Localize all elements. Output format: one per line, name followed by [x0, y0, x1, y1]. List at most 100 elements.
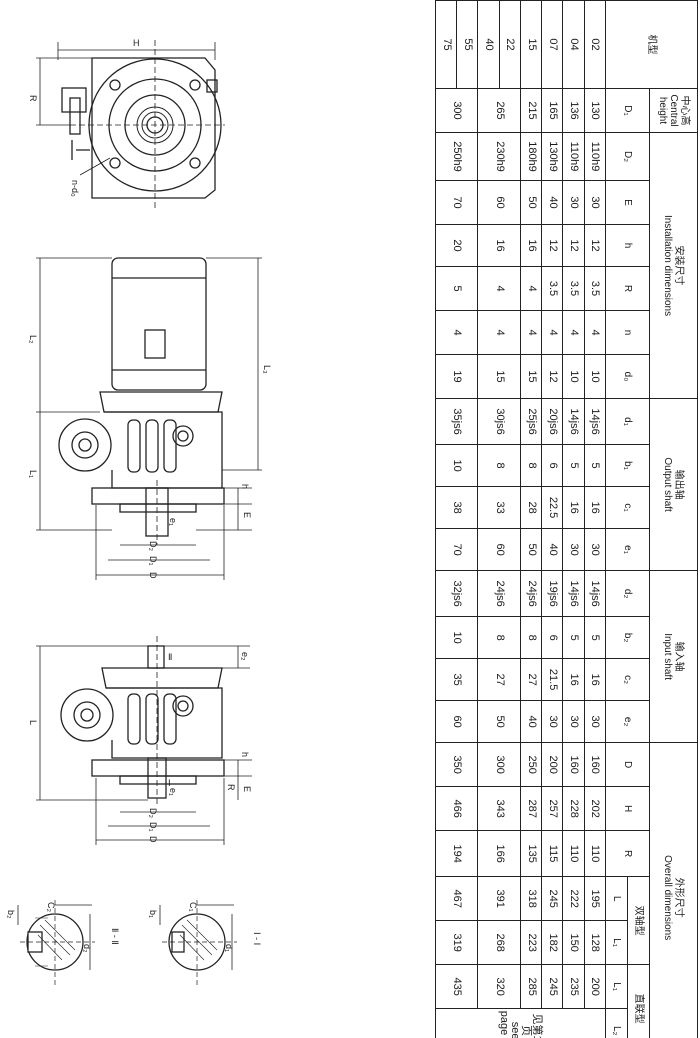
cell-model: 55 [456, 0, 478, 89]
cell-c2: 35 [435, 658, 478, 701]
cell-D2: 110h9 [584, 132, 606, 181]
cell-L: 222 [563, 876, 585, 921]
cell-model: 15 [520, 0, 542, 89]
cell-D1: 165 [541, 88, 563, 133]
col-R: R [605, 266, 650, 311]
label-E: E [242, 512, 252, 518]
label-mark-1: Ⅰ [168, 778, 171, 788]
cell-model: 07 [541, 0, 563, 89]
col-E: E [605, 180, 650, 225]
cell-d2: 24js6 [520, 570, 542, 617]
cell-D2: 180h9 [520, 132, 542, 181]
cell-d1: 25js6 [520, 398, 542, 445]
double-shaft-view-drawing [36, 636, 252, 845]
cell-e1: 70 [435, 528, 478, 571]
cell-e2: 40 [520, 700, 542, 743]
label-R-2: R [226, 784, 236, 791]
cell-e2: 60 [435, 700, 478, 743]
cell-D: 160 [584, 742, 606, 787]
cell-e1: 50 [520, 528, 542, 571]
cell-e2: 30 [563, 700, 585, 743]
col-d0: d₀ [605, 354, 650, 399]
cell-e1: 60 [478, 528, 521, 571]
cell-d0: 19 [435, 354, 478, 399]
col-d2: d₂ [605, 570, 650, 617]
see-page-note: 见第19页 see page 19 [435, 1008, 606, 1038]
cell-E: 40 [541, 180, 563, 225]
cell-c1: 22.5 [541, 486, 563, 529]
cell-D1: 265 [478, 88, 521, 133]
cell-D: 350 [435, 742, 478, 787]
cell-L1-direct: 245 [541, 964, 563, 1009]
col-overall-R: R [605, 830, 650, 877]
cell-L1-direct: 285 [520, 964, 542, 1009]
cell-E: 60 [478, 180, 521, 225]
cell-D2: 250h9 [435, 132, 478, 181]
cell-D1: 215 [520, 88, 542, 133]
cell-H: 343 [478, 786, 521, 831]
cell-E: 30 [563, 180, 585, 225]
cell-h: 12 [584, 224, 606, 267]
label-h: h [240, 484, 250, 489]
cell-H: 466 [435, 786, 478, 831]
cell-b1: 5 [563, 444, 585, 487]
cell-d1: 35js6 [435, 398, 478, 445]
cell-c1: 16 [584, 486, 606, 529]
cell-L: 245 [541, 876, 563, 921]
label-D2: D₂ [148, 541, 158, 551]
cell-h: 16 [478, 224, 521, 267]
cell-e1: 30 [563, 528, 585, 571]
cell-D: 160 [563, 742, 585, 787]
cell-d1: 20js6 [541, 398, 563, 445]
cell-d1: 30js6 [478, 398, 521, 445]
cell-L1-direct: 235 [563, 964, 585, 1009]
col-b2: b₂ [605, 616, 650, 659]
label-b2: b₂ [6, 910, 16, 919]
cell-R: 4 [520, 266, 542, 311]
cell-d2: 14js6 [563, 570, 585, 617]
cell-L1-double: 150 [563, 920, 585, 965]
cell-c1: 33 [478, 486, 521, 529]
cell-h: 12 [563, 224, 585, 267]
table-row: 07 165 130h9 40 12 3.5 4 12 20js6 6 22.5… [541, 0, 563, 1038]
cell-e1: 40 [541, 528, 563, 571]
col-D2: D₂ [605, 132, 650, 181]
cell-d2: 19js6 [541, 570, 563, 617]
label-e1: e₁ [168, 518, 178, 526]
cell-R: 3.5 [541, 266, 563, 311]
cell-L1-double: 128 [584, 920, 606, 965]
cell-c1: 38 [435, 486, 478, 529]
cell-n: 4 [435, 310, 478, 355]
cell-L1-direct: 200 [584, 964, 606, 1009]
cell-R: 3.5 [563, 266, 585, 311]
section-1-drawing [159, 900, 237, 985]
cell-L1-double: 268 [478, 920, 521, 965]
cell-E: 30 [584, 180, 606, 225]
cell-b1: 8 [520, 444, 542, 487]
cell-model: 02 [584, 0, 606, 89]
cell-L1-direct: 320 [478, 964, 521, 1009]
direct-type-header: 直联型 [627, 964, 650, 1038]
label-D-2: D [148, 836, 158, 843]
cell-e2: 30 [541, 700, 563, 743]
cell-c1: 16 [563, 486, 585, 529]
label-d1: d₁ [224, 944, 234, 952]
table-row: 55 300 250h9 70 20 5 4 19 35js6 10 38 70… [435, 0, 478, 1038]
cell-d0: 10 [563, 354, 585, 399]
col-b1: b₁ [605, 444, 650, 487]
label-L2: L₂ [28, 335, 38, 344]
label-section-2: Ⅱ - Ⅱ [110, 928, 120, 945]
cell-L1-double: 182 [541, 920, 563, 965]
cell-L1-double: 319 [435, 920, 478, 965]
table-row: 22 265 230h9 60 16 4 4 15 30js6 8 33 60 … [478, 0, 521, 1038]
cell-e2: 50 [478, 700, 521, 743]
cell-d2: 24js6 [478, 570, 521, 617]
cell-D2: 110h9 [563, 132, 585, 181]
cell-n: 4 [584, 310, 606, 355]
cell-H: 202 [584, 786, 606, 831]
cell-c2: 27 [478, 658, 521, 701]
cell-model: 04 [563, 0, 585, 89]
cell-b2: 5 [563, 616, 585, 659]
cell-overall-R: 135 [520, 830, 542, 877]
